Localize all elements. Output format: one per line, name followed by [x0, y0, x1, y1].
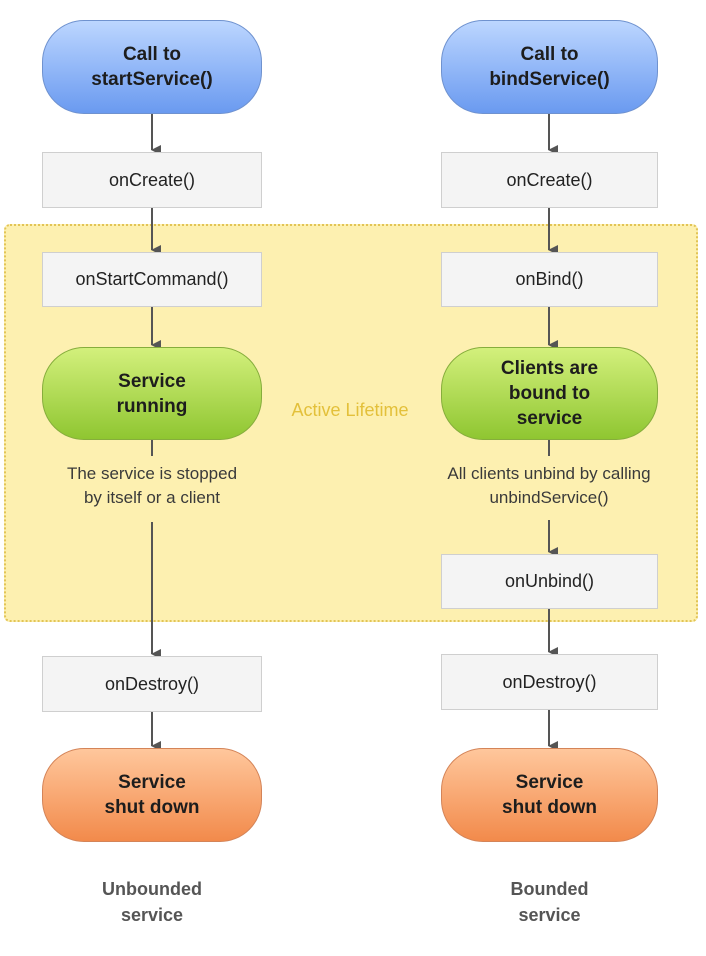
bounded-service-caption: Bounded service: [510, 879, 589, 925]
onbind-box: onBind(): [441, 252, 658, 307]
bind-service-node: Call to bindService(): [441, 20, 658, 114]
service-stopped-note: The service is stopped by itself or a cl…: [66, 464, 238, 507]
unbounded-service-caption: Unbounded service: [102, 879, 202, 925]
active-lifetime-label: Active Lifetime: [291, 400, 409, 420]
oncreate-box-left: onCreate(): [42, 152, 262, 208]
unbind-note: All clients unbind by calling unbindServ…: [447, 464, 651, 507]
service-running-node: Service running: [42, 347, 262, 440]
onunbind-box: onUnbind(): [441, 554, 658, 609]
start-service-node: Call to startService(): [42, 20, 262, 114]
ondestroy-box-right: onDestroy(): [441, 654, 658, 710]
oncreate-box-right: onCreate(): [441, 152, 658, 208]
ondestroy-box-left: onDestroy(): [42, 656, 262, 712]
service-shut-down-node-left: Service shut down: [42, 748, 262, 842]
onstartcommand-box: onStartCommand(): [42, 252, 262, 307]
service-shut-down-node-right: Service shut down: [441, 748, 658, 842]
clients-bound-node: Clients are bound to service: [441, 347, 658, 440]
